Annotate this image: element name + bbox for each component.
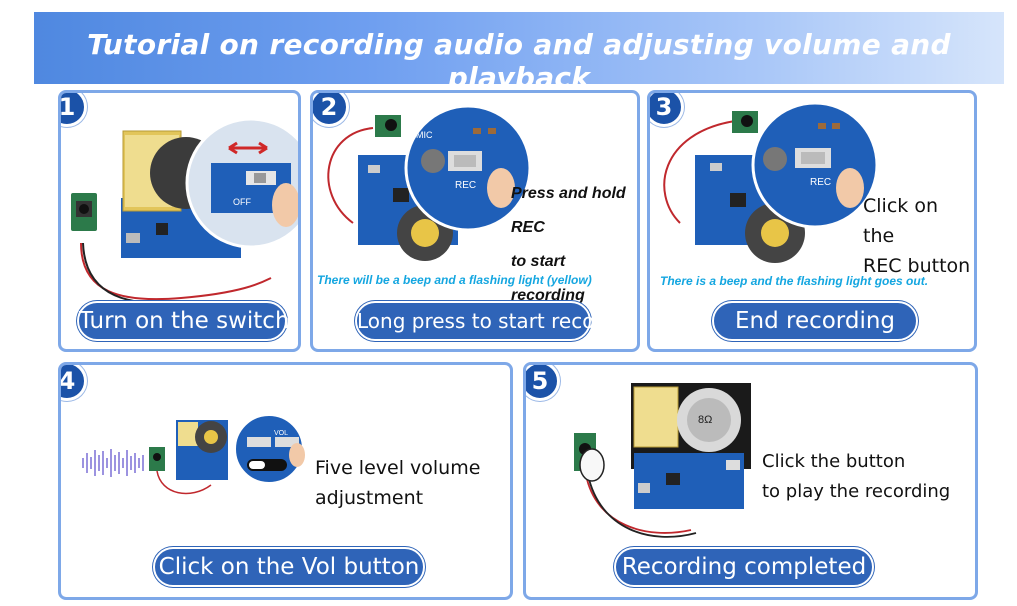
step-5-callout-line2: to play the recording xyxy=(762,481,951,502)
step-2-callout: Press and hold REC to start recording xyxy=(511,177,637,313)
board-switch-illustration: OFF xyxy=(71,117,298,304)
step-4-panel: VOL Five level volume adjustment 4 Click… xyxy=(58,362,513,600)
step-4-callout-line2: adjustment xyxy=(315,487,424,509)
title-banner: Tutorial on recording audio and adjustin… xyxy=(34,12,1004,94)
step-5-badge: 5 xyxy=(526,365,560,401)
end-recording-button[interactable]: End recording xyxy=(712,301,918,341)
step-2-panel: REC MIC Press and hold REC to start reco… xyxy=(310,90,640,352)
playback-illustration: 8Ω xyxy=(574,383,751,538)
step-3-panel: REC Click on the REC button There is a b… xyxy=(647,90,977,352)
board-rec-illustration: REC MIC xyxy=(327,104,532,261)
volume-illustration: VOL xyxy=(82,414,305,495)
step-4-callout: Five level volume adjustment xyxy=(315,453,480,513)
step-2-callout-line1: Press and hold REC xyxy=(511,185,626,236)
step-2-note: There will be a beep and a flashing ligh… xyxy=(317,273,592,287)
page-title: Tutorial on recording audio and adjustin… xyxy=(87,28,951,94)
step-4-callout-line1: Five level volume xyxy=(315,457,481,479)
step-3-callout: Click on the REC button xyxy=(863,191,974,281)
step-3-note: There is a beep and the flashing light g… xyxy=(660,274,929,288)
board-rec-label: REC xyxy=(455,180,476,191)
board-vol-label: VOL xyxy=(274,430,288,437)
board-mic-label: MIC xyxy=(416,130,433,140)
step-5-callout-line1: Click the button xyxy=(762,451,906,472)
vol-button[interactable]: Click on the Vol button xyxy=(153,547,425,587)
step-3-badge: 3 xyxy=(650,93,684,127)
step-3-callout-line2: REC button xyxy=(863,255,971,277)
step-2-callout-line2: to start recording xyxy=(511,253,585,304)
turn-on-switch-button[interactable]: Turn on the switch xyxy=(77,301,290,341)
step-1-panel: OFF 1 Turn on the switch xyxy=(58,90,301,352)
long-press-button[interactable]: Long press to start recording xyxy=(355,301,637,341)
board-end-illustration: REC xyxy=(663,101,879,263)
speaker-label: 8Ω xyxy=(698,414,712,426)
step-5-panel: 8Ω Click the button to play the recordin… xyxy=(523,362,978,600)
board-off-label: OFF xyxy=(233,197,251,207)
recording-completed-button[interactable]: Recording completed xyxy=(614,547,874,587)
step-3-callout-line1: Click on the xyxy=(863,195,938,247)
step-1-badge: 1 xyxy=(61,93,87,127)
step-5-callout: Click the button to play the recording xyxy=(762,447,950,507)
board-rec-label-3: REC xyxy=(810,177,831,188)
